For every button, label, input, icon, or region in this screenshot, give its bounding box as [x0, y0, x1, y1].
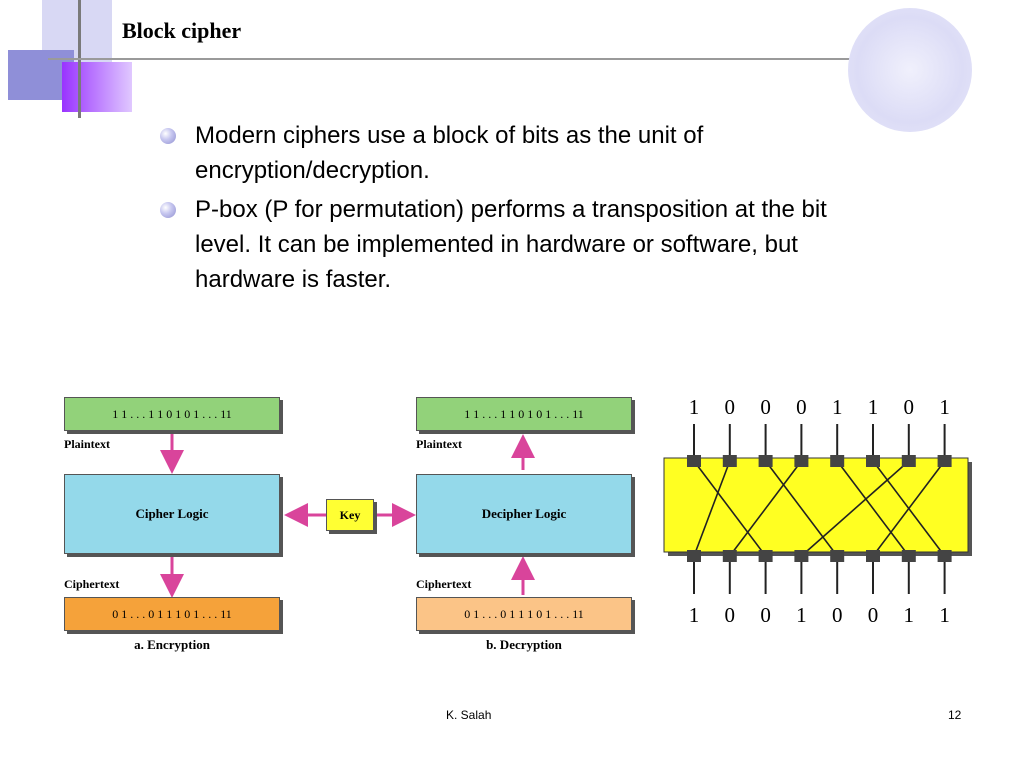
decryption-caption: b. Decryption: [486, 637, 562, 652]
bullet-list: Modern ciphers use a block of bits as th…: [160, 118, 880, 301]
pbox-wire: [693, 460, 731, 557]
pbox-input-pin: [830, 455, 845, 467]
decrypt-ciphertext-box: 0 1 . . . 0 1 1 1 0 1 . . . 11: [416, 597, 632, 631]
pbox-input-pin: [687, 455, 701, 467]
pbox-output-bit: 1: [904, 603, 915, 627]
bullet-icon: [160, 202, 176, 218]
pbox-input-pin: [794, 455, 809, 467]
pbox-output-pin: [758, 550, 773, 562]
encrypt-plaintext-box: 1 1 . . . 1 1 0 1 0 1 . . . 11: [64, 397, 280, 431]
pbox-wire: [729, 460, 803, 557]
decrypt-plaintext-label: Plaintext: [416, 437, 462, 451]
pbox-output-bit: 1: [689, 603, 700, 627]
pbox-input-bit: 1: [939, 395, 950, 419]
bullet-item: P-box (P for permutation) performs a tra…: [160, 192, 880, 297]
pbox-input-bit: 0: [904, 395, 915, 419]
pbox-output-bit: 0: [725, 603, 736, 627]
decrypt-ciphertext-label: Ciphertext: [416, 577, 472, 591]
pbox-output-pin: [722, 550, 737, 562]
pbox-wire: [693, 460, 767, 557]
pbox-output-pin: [901, 550, 916, 562]
bullet-item: Modern ciphers use a block of bits as th…: [160, 118, 880, 188]
decrypt-plaintext-box: 1 1 . . . 1 1 0 1 0 1 . . . 11: [416, 397, 632, 431]
decipher-logic-box: Decipher Logic: [416, 474, 632, 554]
pbox-input-pin: [866, 455, 880, 467]
pbox-input-bit: 0: [760, 395, 771, 419]
pbox-input-bit: 1: [868, 395, 879, 419]
footer-author: K. Salah: [446, 708, 492, 722]
pbox-output-bit: 1: [796, 603, 807, 627]
pbox-output-pin: [794, 550, 809, 562]
pbox-output-pin: [937, 550, 952, 562]
pbox-input-bit: 1: [832, 395, 843, 419]
pbox-input-bit: 0: [725, 395, 736, 419]
pbox-input-bit: 0: [796, 395, 807, 419]
bullet-text: P-box (P for permutation) performs a tra…: [195, 196, 827, 293]
pbox-output-pin: [866, 550, 880, 562]
pbox-wire: [800, 460, 910, 557]
page-number: 12: [948, 708, 962, 722]
circle-decoration: [848, 8, 972, 132]
pbox-input-pin: [722, 455, 737, 467]
pbox-output-bit: 0: [760, 603, 771, 627]
key-box: Key: [326, 499, 374, 531]
pbox-output-pin: [830, 550, 845, 562]
cipher-logic-box: Cipher Logic: [64, 474, 280, 554]
pbox-output-bit: 0: [868, 603, 879, 627]
pbox-wire: [764, 460, 838, 557]
pbox-output-pin: [687, 550, 701, 562]
pbox-input-pin: [901, 455, 916, 467]
pbox-output-bit: 1: [939, 603, 950, 627]
pbox-output-bit: 0: [832, 603, 843, 627]
pbox-wire: [836, 460, 910, 557]
pbox-input-pin: [937, 455, 952, 467]
encrypt-ciphertext-label: Ciphertext: [64, 577, 120, 591]
pbox-body-fill: [663, 457, 969, 553]
pbox-input-bit: 1: [689, 395, 700, 419]
encryption-caption: a. Encryption: [134, 637, 210, 652]
bullet-text: Modern ciphers use a block of bits as th…: [195, 122, 704, 184]
encrypt-ciphertext-box: 0 1 . . . 0 1 1 1 0 1 . . . 11: [64, 597, 280, 631]
pbox-input-pin: [758, 455, 773, 467]
pbox-wire: [872, 460, 946, 557]
encrypt-plaintext-label: Plaintext: [64, 437, 110, 451]
slide-title: Block cipher: [122, 18, 242, 43]
bullet-icon: [160, 128, 176, 144]
corner-decoration: [0, 0, 970, 120]
